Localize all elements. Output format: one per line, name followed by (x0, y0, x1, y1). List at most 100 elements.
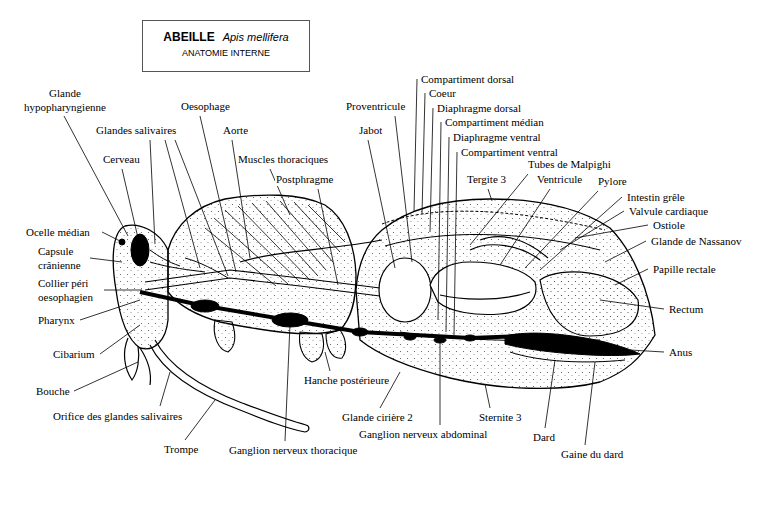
sting (505, 333, 640, 355)
leader-lines (575, 225, 648, 238)
part-label: Cerveau (102, 153, 141, 166)
leader-lines (414, 79, 417, 212)
part-label: Cibarium (52, 348, 96, 361)
nervous-system (404, 334, 416, 340)
title-row: ANATOMIE INTERNE (143, 48, 309, 58)
leader-lines (630, 350, 664, 352)
leader-lines (446, 137, 449, 332)
leader-lines (74, 362, 138, 391)
part-label: Compartiment ventral (460, 146, 559, 159)
part-label: Aorte (222, 124, 249, 137)
part-label: Proventricule (345, 100, 406, 113)
part-label: Dard (532, 431, 556, 444)
sting (505, 333, 640, 362)
title-row: ABEILLE Apis mellifera (143, 30, 309, 44)
leader-lines (102, 232, 120, 241)
nervous-system (191, 300, 219, 312)
salivary-glands (150, 262, 205, 272)
thoracic-muscles (266, 201, 326, 270)
leader-lines (368, 140, 395, 268)
leader-lines (150, 140, 155, 244)
leader-lines (185, 400, 215, 440)
mouthparts (140, 348, 151, 385)
leader-lines (122, 169, 138, 238)
part-label: Bouche (35, 385, 71, 398)
part-label: Hanche postérieure (303, 374, 390, 387)
thoracic-muscles (294, 202, 340, 252)
title-text: ABEILLE (163, 30, 214, 44)
part-label: Pharynx (37, 314, 76, 327)
part-label: Pylore (597, 175, 628, 188)
leader-lines (454, 152, 457, 335)
part-label: Papille rectale (652, 263, 717, 276)
thoracic-muscles (238, 206, 310, 280)
part-label: Compartiment dorsal (420, 73, 515, 86)
part-label: Rectum (668, 303, 704, 316)
leader-lines (600, 300, 664, 309)
nervous-system (140, 292, 520, 338)
part-label: Ganglion nerveux abdominal (358, 428, 488, 441)
part-label: Ocelle médian (25, 226, 91, 239)
leader-lines (430, 108, 433, 232)
leader-lines (318, 189, 338, 285)
body-outline (356, 199, 655, 388)
thoracic-muscles (214, 218, 288, 284)
part-label: Gaine du dard (560, 448, 624, 461)
part-label: Ganglion nerveux thoracique (228, 444, 358, 457)
leader-lines (90, 258, 122, 262)
leader-lines (325, 352, 330, 371)
leader-lines (500, 189, 550, 265)
leader-lines (525, 191, 598, 268)
body-outline (113, 225, 168, 349)
legs (300, 332, 324, 362)
part-label: Diaphragme ventral (452, 131, 542, 144)
legs (326, 330, 346, 358)
thoracic-muscles (252, 203, 318, 276)
leader-lines (422, 93, 425, 214)
body-outline (113, 195, 655, 388)
leader-lines (545, 360, 555, 428)
digestive-tract (379, 258, 431, 322)
part-label: Tubes de Malpighi (527, 158, 612, 171)
heart-and-diaphragms (382, 211, 605, 230)
part-label: Glande hypopharyngienne (21, 86, 109, 114)
digestive-tract (540, 272, 638, 336)
leader-lines (285, 324, 290, 441)
part-label: Diaphragme dorsal (436, 102, 522, 115)
part-label: Glande cirière 2 (341, 411, 414, 424)
leader-lines (395, 116, 412, 262)
part-label: Valvule cardiaque (628, 205, 709, 218)
part-label: Jabot (358, 124, 383, 137)
part-label: Glande de Nassanov (650, 235, 742, 248)
nervous-system (119, 234, 520, 343)
mouthparts (305, 425, 309, 432)
part-label: Postphragme (275, 173, 334, 186)
heart-and-diaphragms (382, 211, 605, 341)
leader-lines (488, 189, 492, 201)
part-label: Orifice des glandes salivaires (52, 410, 183, 423)
species-name: Apis mellifera (223, 31, 289, 43)
leader-lines (605, 241, 646, 262)
thoracic-muscles (205, 201, 345, 286)
leader-lines (540, 197, 622, 270)
sting (510, 352, 625, 362)
part-label: Coeur (428, 87, 457, 100)
part-label: Ostiole (652, 219, 686, 232)
part-label: Ventricule (536, 173, 583, 186)
leader-lines (615, 269, 648, 285)
nervous-system (119, 239, 125, 245)
subtitle-text: ANATOMIE INTERNE (182, 48, 270, 58)
digestive-tract (440, 292, 530, 299)
mouthparts (125, 338, 139, 380)
leader-lines (485, 384, 490, 408)
part-label: Anus (668, 346, 693, 359)
thoracic-muscles (205, 228, 276, 286)
leader-lines (100, 325, 140, 354)
legs (214, 320, 234, 352)
title-box: ABEILLE Apis melliferaANATOMIE INTERNE (142, 20, 310, 72)
part-label: Compartiment médian (444, 116, 545, 129)
leader-lines (200, 116, 236, 272)
nervous-system (352, 328, 368, 336)
